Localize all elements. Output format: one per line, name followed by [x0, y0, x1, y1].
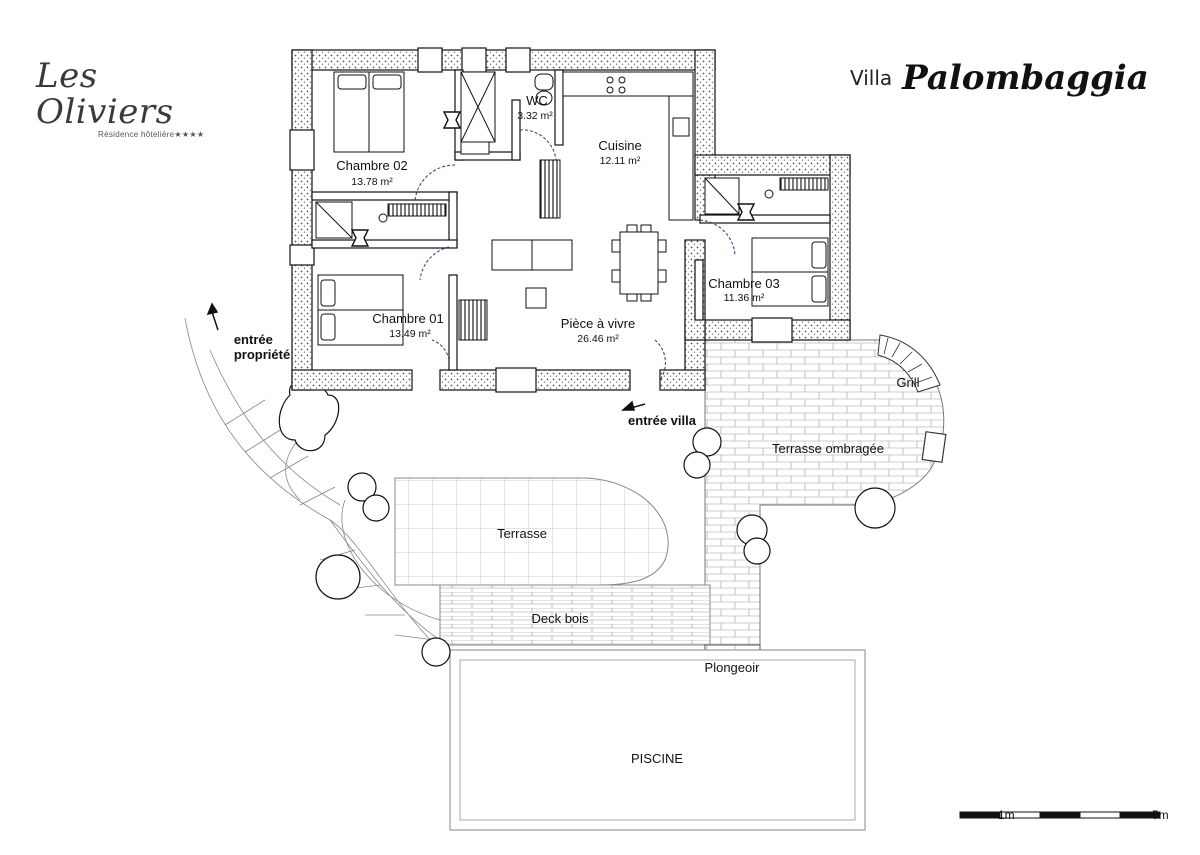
villa-name: Palombaggia — [902, 58, 1149, 98]
room-name-chambre01: Chambre 01 — [372, 311, 444, 326]
room-area-cuisine: 12.11 m² — [599, 155, 641, 167]
room-area-chambre01: 13.49 m² — [389, 328, 431, 340]
villa-prefix: Villa — [850, 66, 893, 90]
room-area-chambre02: 13.78 m² — [351, 176, 393, 188]
living-furniture — [491, 224, 667, 309]
pool-label: PISCINE — [630, 751, 684, 766]
terrace-fixture — [921, 431, 947, 463]
terrace-label: Terrasse — [497, 526, 547, 541]
entrance-propriete-label: entrée propriété — [233, 332, 291, 362]
shaded-terrace-label: Terrasse ombragée — [772, 441, 884, 456]
room-name-piece-a-vivre: Pièce à vivre — [560, 316, 636, 331]
pool — [449, 649, 866, 831]
shaded-terrace — [704, 339, 945, 681]
room-area-wc: 3.32 m² — [517, 110, 553, 122]
windows — [289, 47, 793, 393]
grill-label: Grill — [896, 375, 920, 390]
wardrobes — [387, 159, 829, 341]
villa-title: Villa Palombaggia — [850, 58, 1180, 98]
entrance-arrows — [206, 302, 646, 411]
grill — [877, 334, 941, 393]
brand-name: Les Oliviers — [36, 56, 174, 132]
entrance-villa-label: entrée villa — [628, 413, 696, 428]
kitchen-counter — [562, 71, 694, 221]
brand-tagline: Résidence hôtelière★★★★ — [98, 130, 205, 139]
room-area-chambre03: 11.36 m² — [723, 292, 765, 304]
trees — [278, 380, 896, 667]
bathroom-fixtures — [315, 71, 774, 239]
room-name-chambre03: Chambre 03 — [708, 276, 780, 291]
brand-logo: Les Oliviers Résidence hôtelière★★★★ — [36, 58, 226, 139]
diving-board-label: Plongeoir — [704, 660, 760, 675]
room-name-wc: WC — [526, 93, 548, 108]
tiled-terrace — [394, 477, 669, 586]
room-name-chambre02: Chambre 02 — [336, 158, 408, 173]
deck-label: Deck bois — [531, 611, 589, 626]
scale-start-label: 1m — [998, 808, 1015, 822]
beds — [317, 71, 829, 346]
scale-end-label: 5m — [1152, 808, 1169, 822]
room-area-piece-a-vivre: 26.46 m² — [577, 333, 619, 345]
room-name-cuisine: Cuisine — [598, 138, 642, 153]
radiator-symbols — [350, 111, 756, 247]
wood-deck — [439, 584, 711, 646]
scale-bar — [959, 811, 1161, 819]
door-swings — [414, 129, 736, 381]
